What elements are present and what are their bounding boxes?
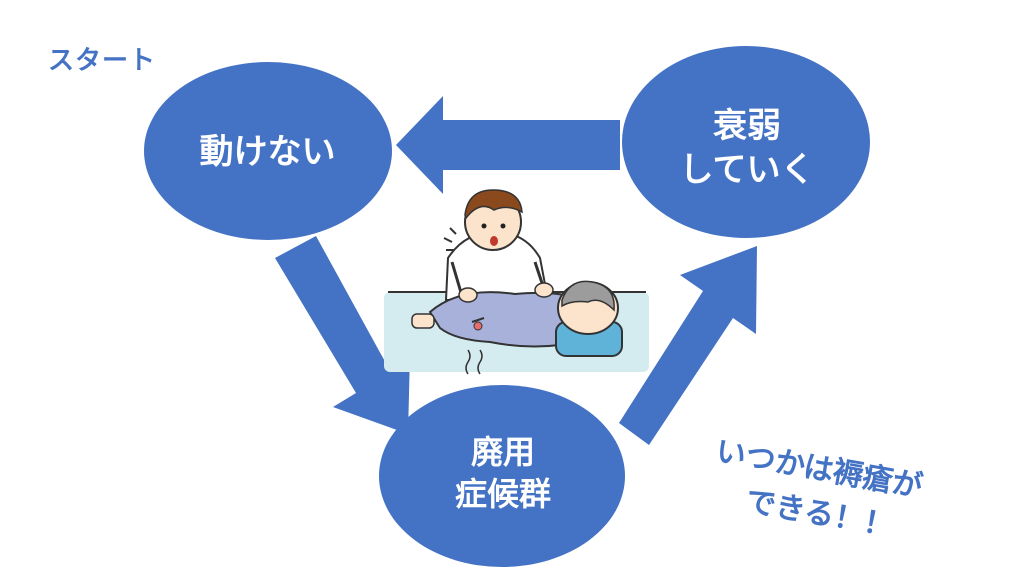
node-cannot-move-text: 動けない: [199, 132, 336, 172]
node-weakening-label: 衰弱 していく: [622, 104, 872, 192]
arrow-weakening-to-cannot-move: [396, 96, 620, 194]
arrow-disuse-to-weakening: [619, 246, 757, 445]
node-cannot-move: [144, 62, 392, 240]
arrow-cannot-move-to-disuse: [275, 236, 410, 434]
node-weakening-line1: 衰弱: [713, 106, 781, 146]
node-weakening: [622, 46, 870, 238]
node-cannot-move-label: 動けない: [145, 130, 390, 174]
start-label: スタート: [48, 46, 157, 76]
node-disuse-line2: 症候群: [454, 474, 551, 513]
node-disuse: [379, 385, 625, 567]
node-disuse-line1: 廃用: [470, 433, 535, 471]
node-weakening-line2: していく: [679, 150, 815, 191]
node-disuse-label: 廃用 症候群: [378, 432, 628, 515]
caregiver-turning-patient-icon: [384, 189, 649, 375]
